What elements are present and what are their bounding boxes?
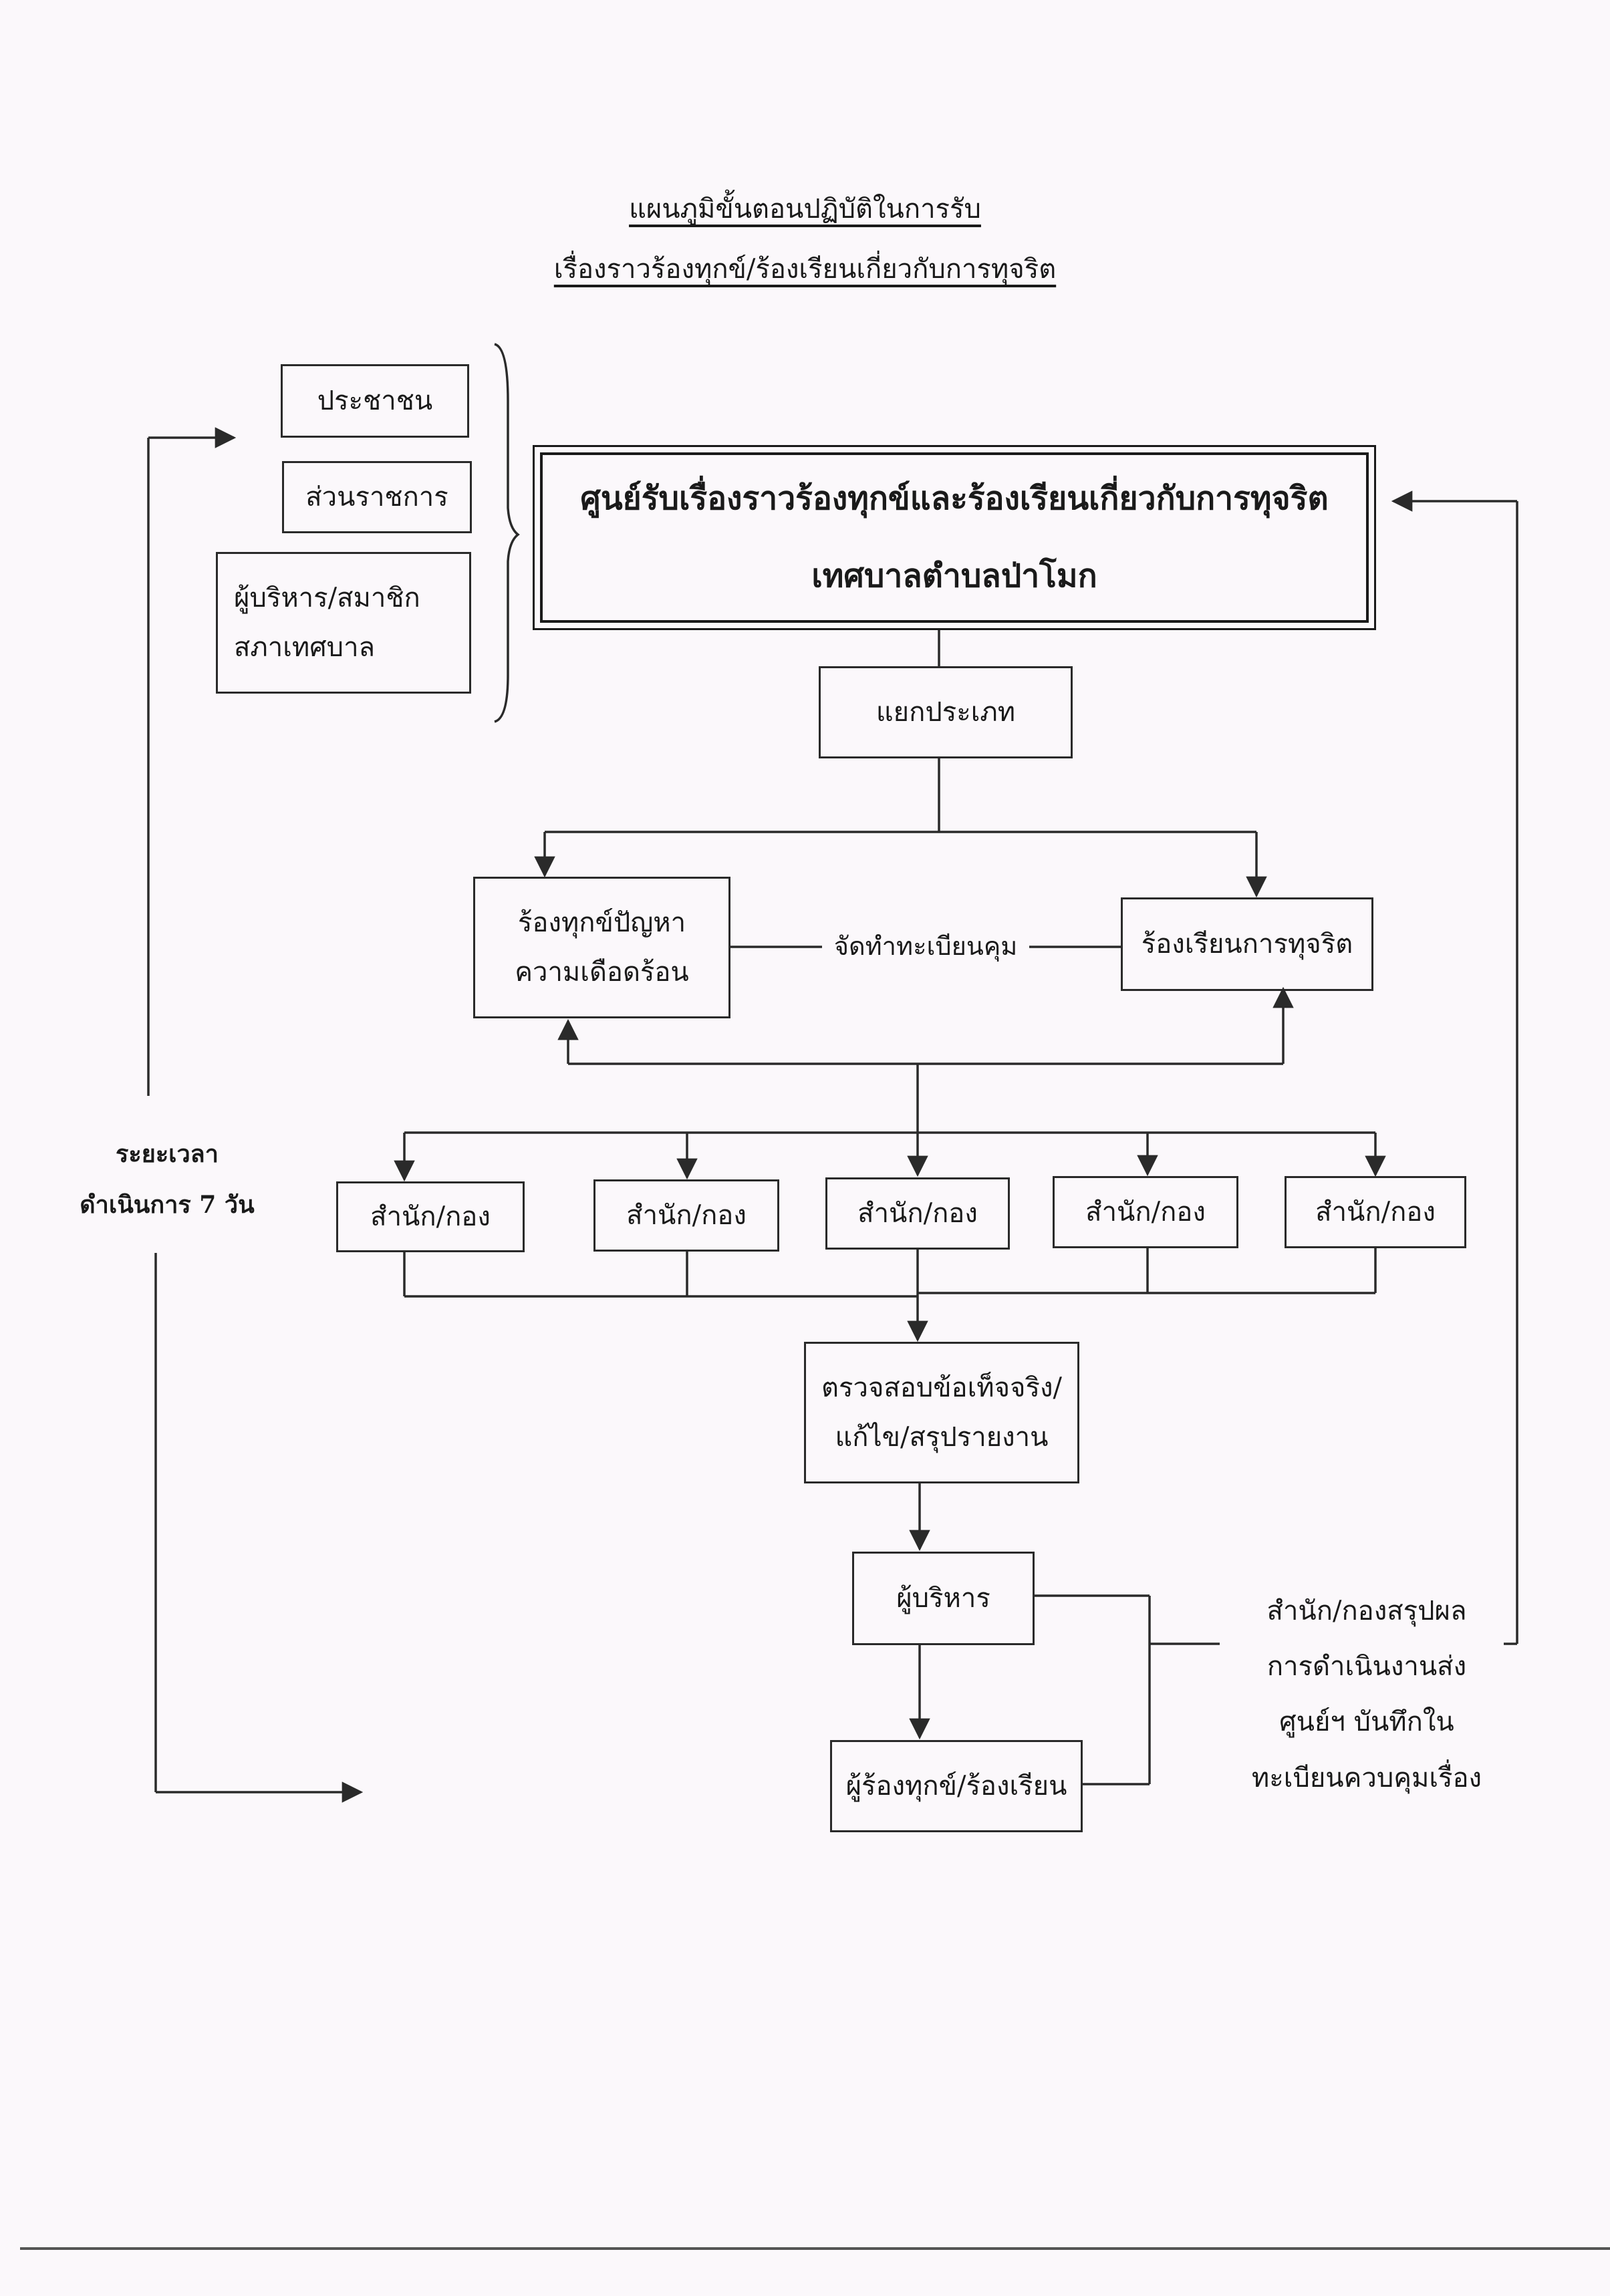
division-label-3: สำนัก/กอง — [857, 1198, 978, 1229]
division-box-2: สำนัก/กอง — [593, 1179, 779, 1252]
complaint-center-name: ศูนย์รับเรื่องราวร้องทุกข์และร้องเรียนเก… — [580, 480, 1329, 518]
source-council-label-line2: สภาเทศบาล — [234, 632, 376, 663]
timeframe-line2: ดำเนินการ 7 วัน — [80, 1190, 255, 1219]
summary-line2: การดำเนินงานส่ง — [1266, 1651, 1467, 1683]
classify-box: แยกประเภท — [819, 666, 1073, 758]
classify-label: แยกประเภท — [876, 697, 1016, 728]
complainant-box: ผู้ร้องทุกข์/ร้องเรียน — [830, 1740, 1083, 1832]
summary-line4: ทะเบียนควบคุมเรื่อง — [1251, 1762, 1482, 1793]
timeframe-line1: ระยะเวลา — [116, 1140, 219, 1168]
summary-line1: สำนัก/กองสรุปผล — [1266, 1596, 1467, 1626]
source-government-label: ส่วนราชการ — [305, 482, 448, 513]
register-label: จัดทำทะเบียนคุม — [833, 931, 1018, 961]
division-label-2: สำนัก/กอง — [626, 1200, 747, 1231]
source-people-box: ประชาชน — [281, 364, 469, 438]
complaint-hardship-line2: ความเดือดร้อน — [515, 957, 689, 988]
verify-facts-box: ตรวจสอบข้อเท็จจริง/ แก้ไข/สรุปรายงาน — [804, 1342, 1079, 1483]
corruption-complaint-label: ร้องเรียนการทุจริต — [1141, 929, 1353, 960]
corruption-complaint-box: ร้องเรียนการทุจริต — [1121, 897, 1373, 991]
division-label-5: สำนัก/กอง — [1315, 1197, 1436, 1228]
division-box-4: สำนัก/กอง — [1053, 1176, 1238, 1248]
complaint-hardship-line1: ร้องทุกข์ปัญหา — [517, 907, 686, 938]
timeframe-label: ระยะเวลา ดำเนินการ 7 วัน — [67, 1129, 267, 1230]
executive-label: ผู้บริหาร — [896, 1583, 990, 1614]
source-council-box: ผู้บริหาร/สมาชิก สภาเทศบาล — [216, 552, 471, 694]
verify-facts-line2: แก้ไข/สรุปรายงาน — [835, 1422, 1049, 1453]
division-box-1: สำนัก/กอง — [336, 1181, 525, 1252]
division-box-3: สำนัก/กอง — [825, 1177, 1010, 1250]
division-label-4: สำนัก/กอง — [1085, 1197, 1206, 1228]
source-brace — [494, 343, 520, 723]
summary-line3: ศูนย์ฯ บันทึกใน — [1279, 1707, 1454, 1738]
municipality-name: เทศบาลตำบลป่าโมก — [811, 557, 1097, 595]
source-people-label: ประชาชน — [317, 386, 433, 416]
division-box-5: สำนัก/กอง — [1285, 1176, 1466, 1248]
summary-note: สำนัก/กองสรุปผล การดำเนินงานส่ง ศูนย์ฯ บ… — [1226, 1584, 1507, 1806]
executive-box: ผู้บริหาร — [852, 1552, 1035, 1645]
complainant-label: ผู้ร้องทุกข์/ร้องเรียน — [845, 1771, 1067, 1802]
complaint-center-box: ศูนย์รับเรื่องราวร้องทุกข์และร้องเรียนเก… — [533, 445, 1376, 630]
diagram-title-line2: เรื่องราวร้องทุกข์/ร้องเรียนเกี่ยวกับการ… — [553, 254, 1057, 285]
source-government-box: ส่วนราชการ — [282, 461, 472, 533]
diagram-title-line1: แผนภูมิขั้นตอนปฏิบัติในการรับ — [629, 194, 981, 225]
division-label-1: สำนัก/กอง — [370, 1201, 491, 1232]
verify-facts-line1: ตรวจสอบข้อเท็จจริง/ — [821, 1373, 1062, 1403]
complaint-hardship-box: ร้องทุกข์ปัญหา ความเดือดร้อน — [473, 877, 730, 1018]
source-council-label-line1: ผู้บริหาร/สมาชิก — [234, 583, 420, 613]
